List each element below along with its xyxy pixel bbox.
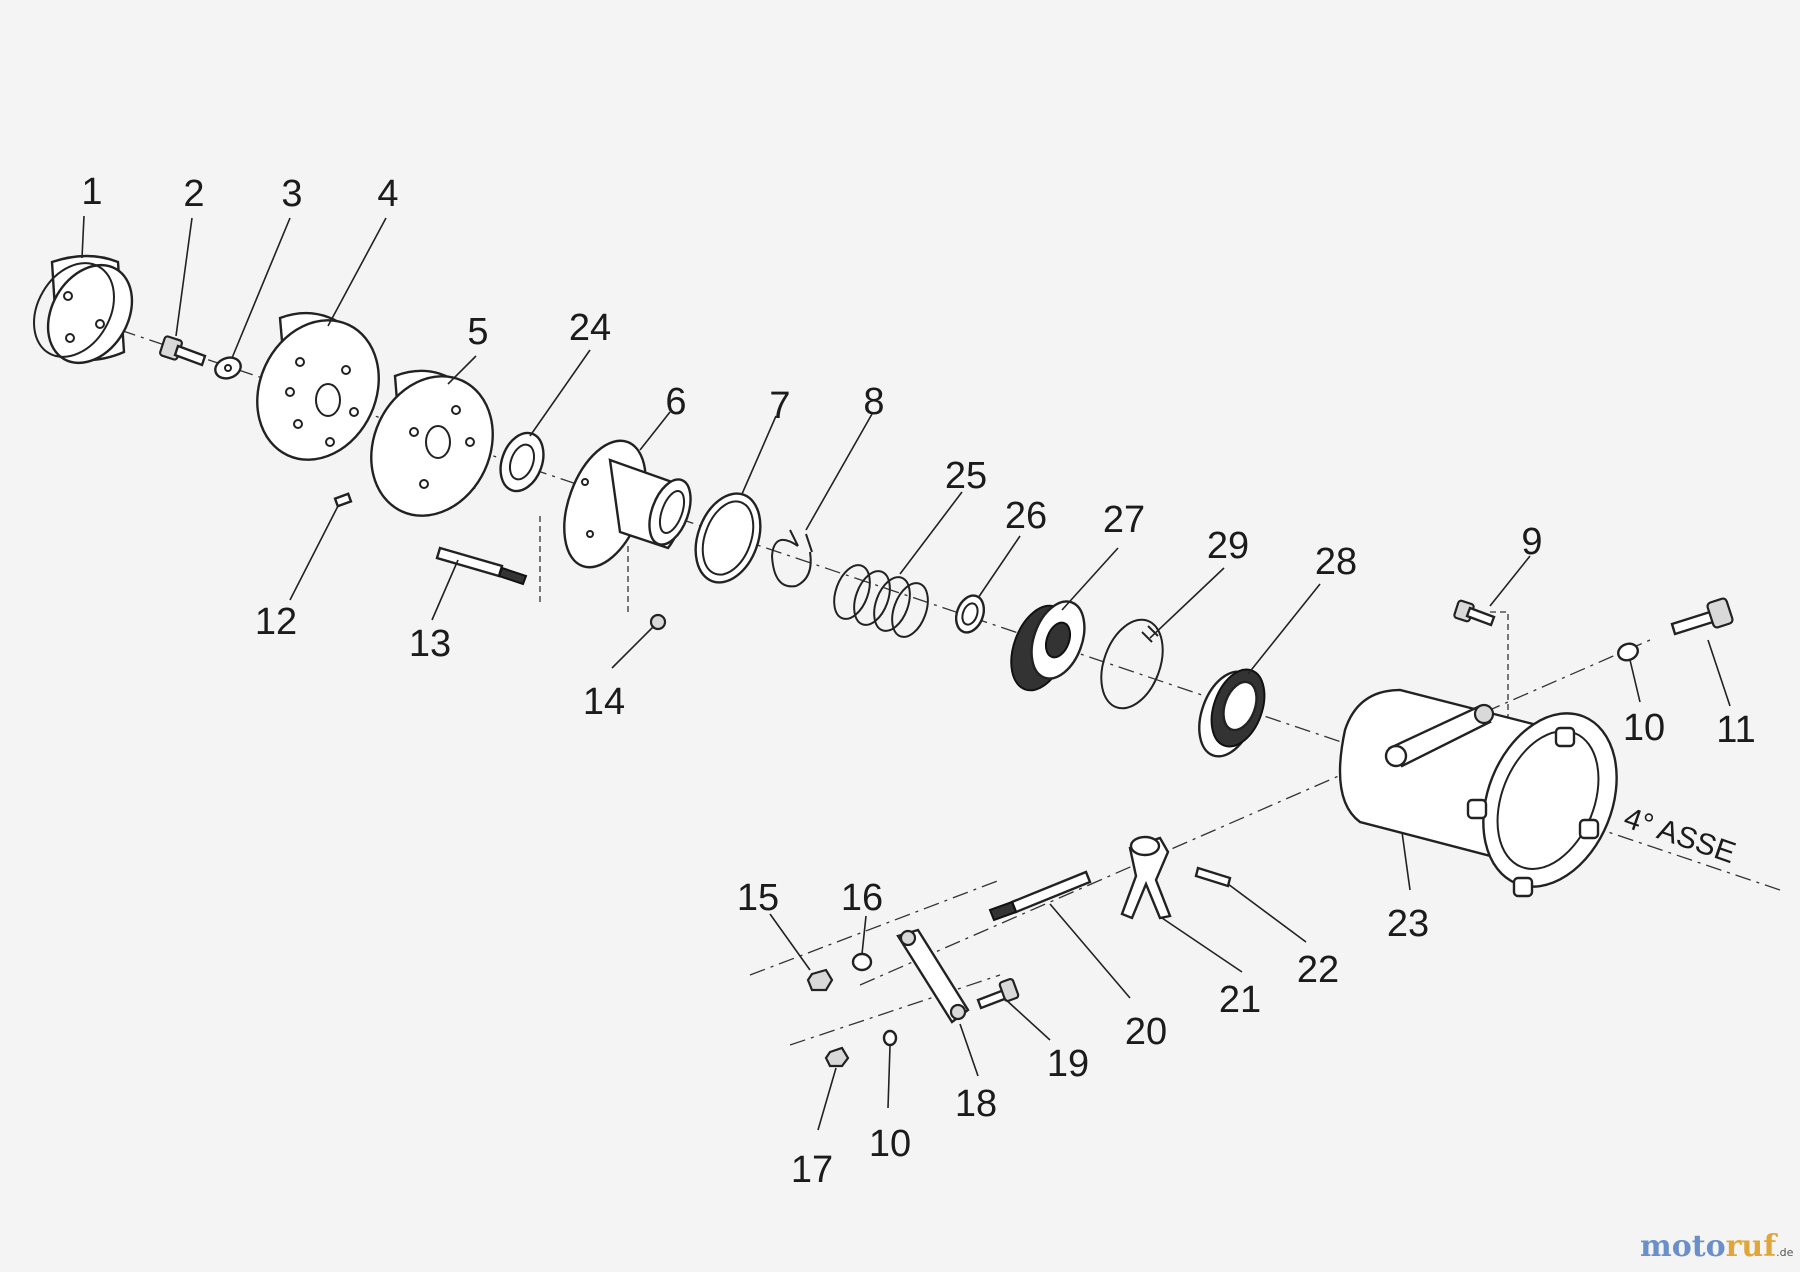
callout-24: 24	[569, 307, 611, 349]
center-lines	[119, 329, 1781, 1046]
part-screw-19	[976, 977, 1020, 1010]
part-circlip-29	[1100, 618, 1164, 710]
part-circlip-8	[770, 529, 813, 588]
axis-label: 4° ASSE	[1620, 801, 1740, 870]
svg-text:motoruf.de: motoruf.de	[1640, 1229, 1794, 1264]
callout-21: 21	[1219, 979, 1261, 1021]
part-screw-2	[159, 335, 207, 367]
watermark-part1: moto	[1640, 1229, 1726, 1264]
callout-14: 14	[583, 681, 625, 723]
callout-20: 20	[1125, 1011, 1167, 1053]
callout-3: 3	[281, 173, 302, 215]
callout-numbers: 1 2 3 4 5 24 6 7 8 25 26 27 29 28 9 12 1…	[81, 171, 1755, 1191]
part-screw-9	[1453, 599, 1496, 627]
callout-29: 29	[1207, 525, 1249, 567]
part-washer-10b	[882, 1029, 898, 1047]
part-lever-18	[896, 928, 970, 1024]
callout-8: 8	[863, 381, 884, 423]
callout-27: 27	[1103, 499, 1145, 541]
callout-15: 15	[737, 877, 779, 919]
callout-10-lower: 10	[869, 1123, 911, 1165]
leader-lines	[81, 215, 1731, 1131]
part-hub-5	[370, 369, 494, 517]
callout-13: 13	[409, 623, 451, 665]
part-bolt-11	[1670, 597, 1734, 636]
callout-6: 6	[665, 381, 686, 423]
part-bearing-28	[1198, 668, 1266, 758]
part-nut-15	[806, 968, 834, 992]
callout-7: 7	[769, 385, 790, 427]
watermark-part2: ruf	[1726, 1229, 1779, 1264]
callout-22: 22	[1297, 949, 1339, 991]
callout-19: 19	[1047, 1043, 1089, 1085]
watermark-logo: motoruf.de	[1640, 1229, 1794, 1264]
part-cover-cup	[33, 254, 134, 365]
callout-25: 25	[945, 455, 987, 497]
part-washer-26	[954, 594, 986, 634]
callout-2: 2	[183, 173, 204, 215]
part-shift-fork-21	[1120, 835, 1172, 920]
part-pin-12	[333, 492, 353, 508]
callout-1: 1	[81, 171, 102, 213]
part-housing-23	[1338, 688, 1618, 898]
callout-10-upper: 10	[1623, 707, 1665, 749]
callout-28: 28	[1315, 541, 1357, 583]
part-washer-24	[499, 431, 545, 493]
callout-23: 23	[1387, 903, 1429, 945]
part-spring-25	[833, 564, 929, 638]
part-pin-22	[1194, 866, 1232, 888]
part-bearing-27	[1010, 600, 1086, 692]
part-washer-10a	[1617, 642, 1639, 662]
callout-18: 18	[955, 1083, 997, 1125]
part-washer-16	[851, 952, 873, 972]
callout-5: 5	[467, 311, 488, 353]
callout-12: 12	[255, 601, 297, 643]
callout-4: 4	[377, 173, 398, 215]
callout-9: 9	[1521, 521, 1542, 563]
part-drum-4	[256, 311, 380, 461]
part-shaft-20	[988, 870, 1092, 922]
part-washer-7	[694, 492, 762, 584]
watermark-suffix: .de	[1776, 1246, 1793, 1259]
part-stud-13	[435, 546, 528, 586]
callout-26: 26	[1005, 495, 1047, 537]
part-washer-3	[214, 356, 242, 380]
part-nut-14	[649, 613, 667, 631]
callout-16: 16	[841, 877, 883, 919]
part-nut-17	[824, 1046, 850, 1068]
callout-17: 17	[791, 1149, 833, 1191]
callout-11: 11	[1716, 709, 1755, 751]
part-flanged-bushing-6	[563, 439, 692, 569]
